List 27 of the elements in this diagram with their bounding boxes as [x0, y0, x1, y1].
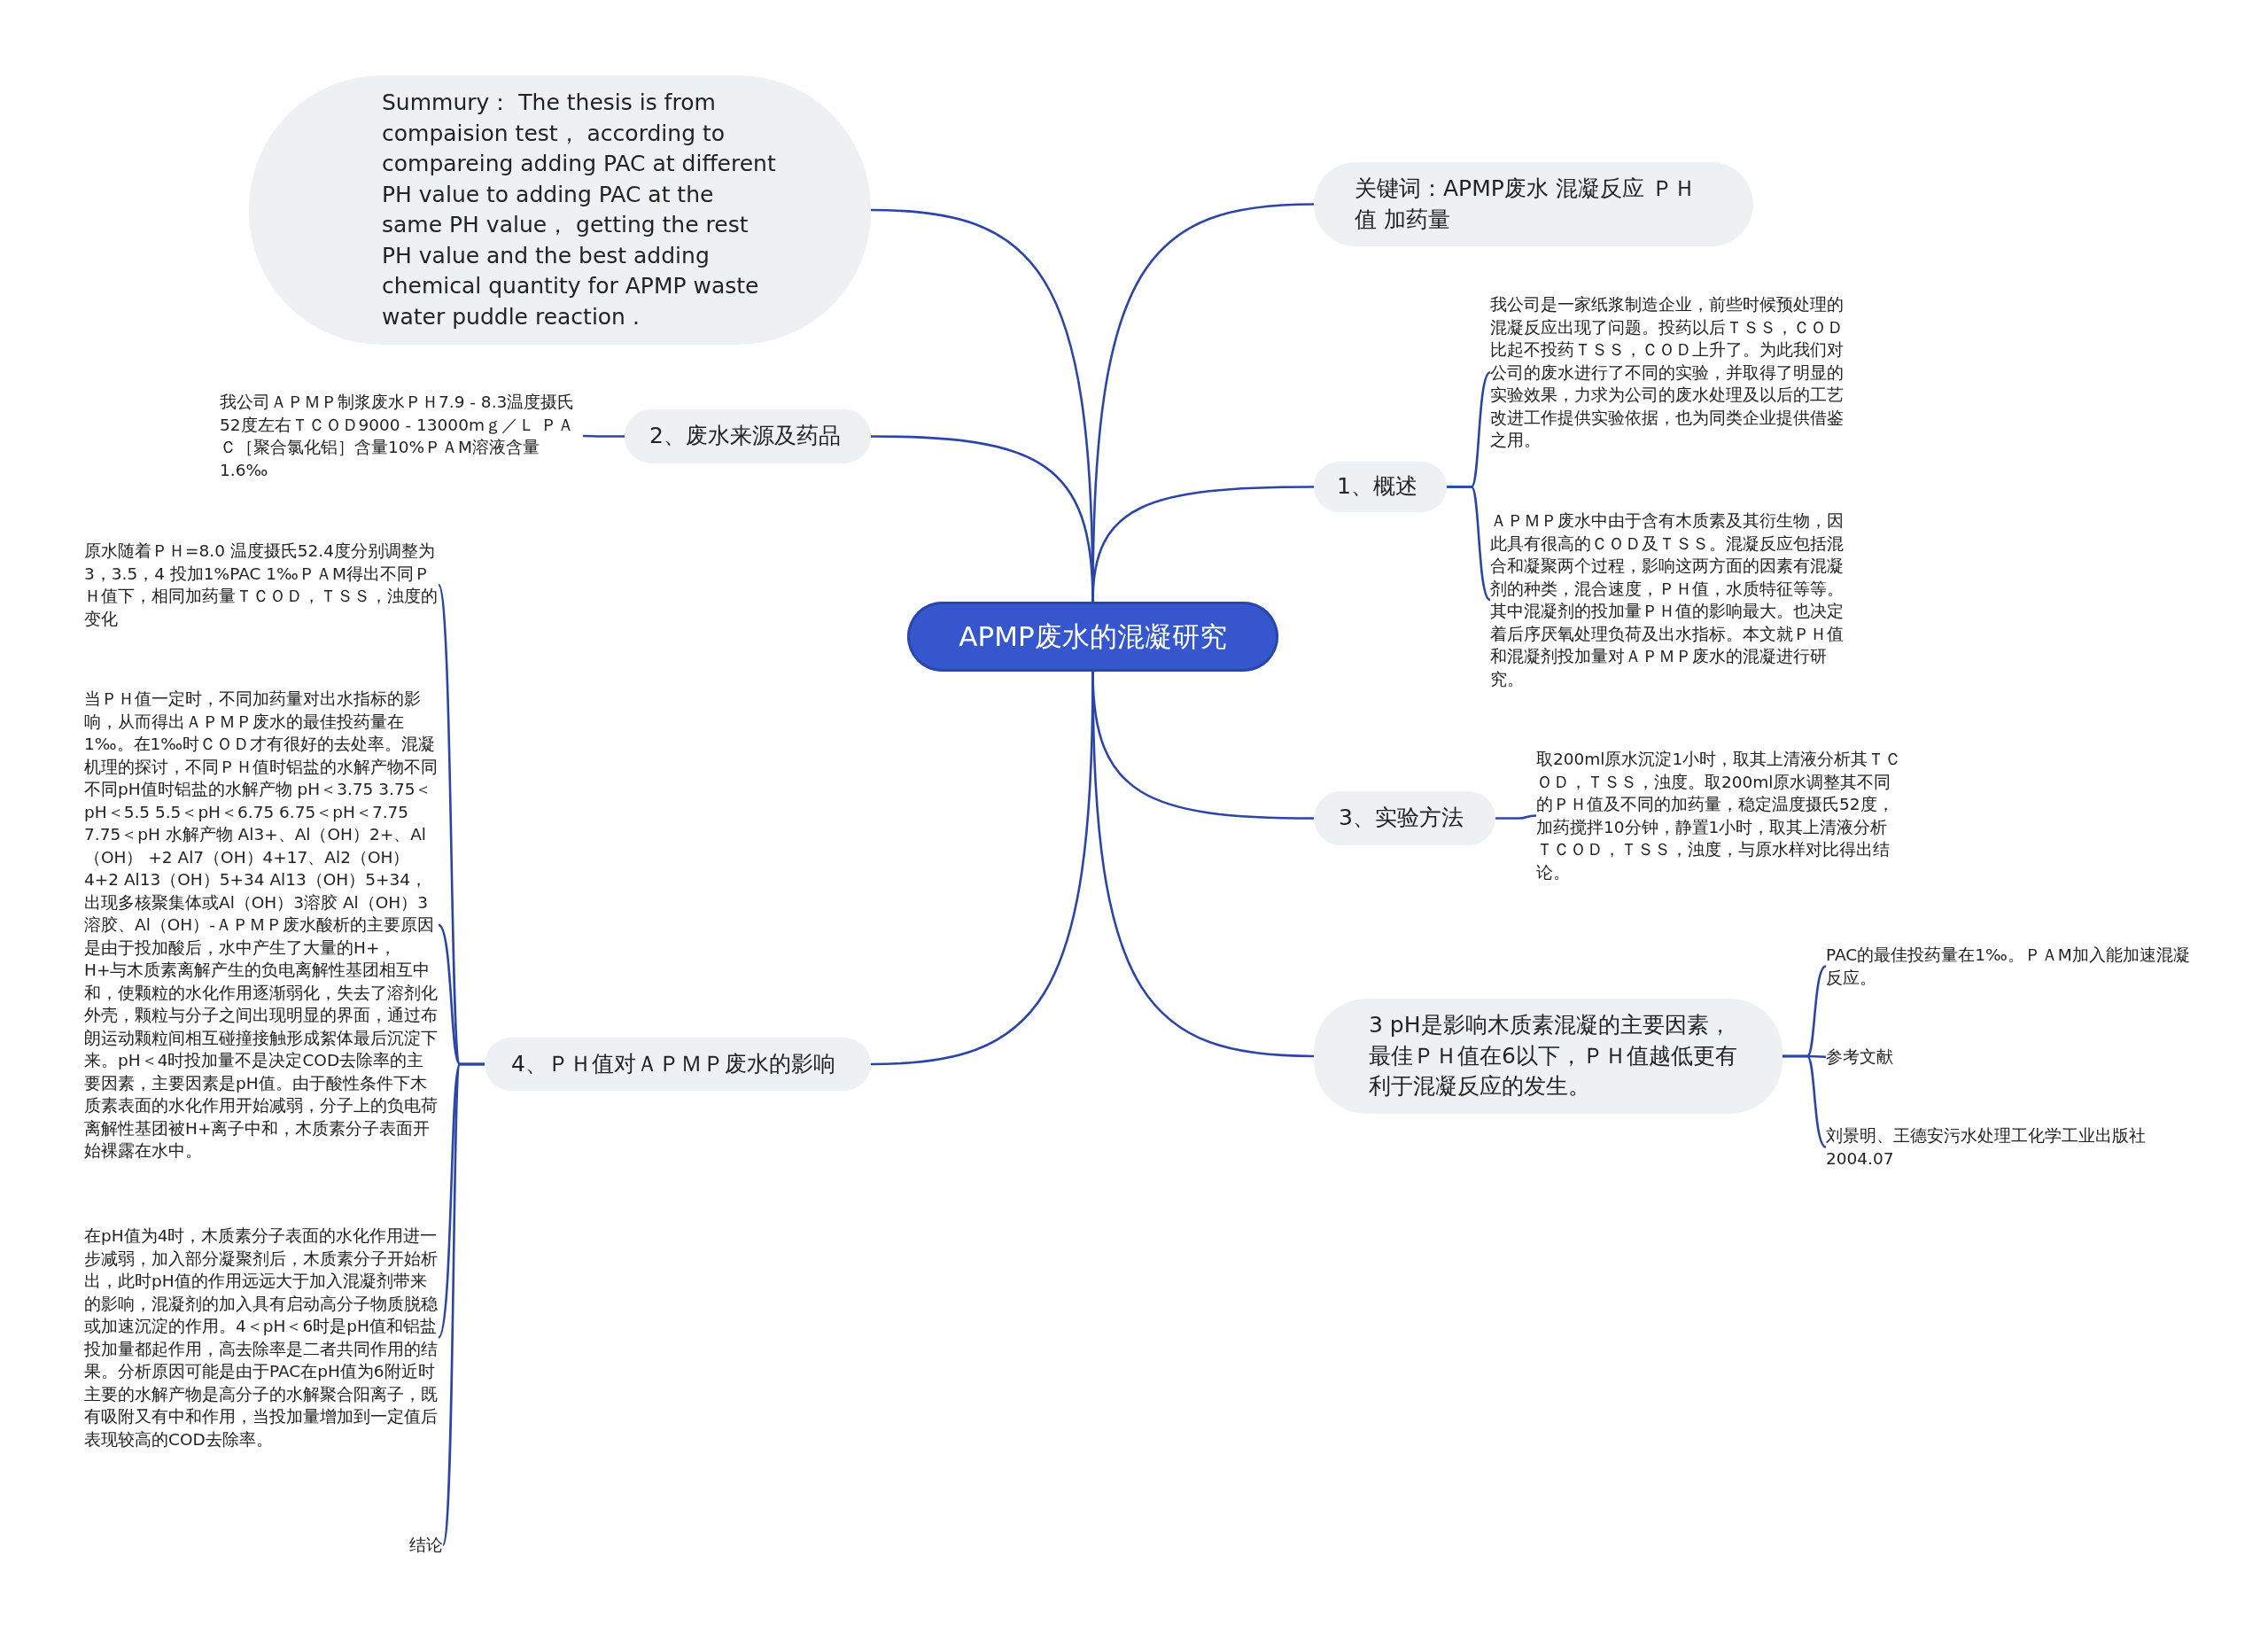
note-text: 取200ml原水沉淀1小时，取其上清液分析其ＴＣＯＤ，ＴＳＳ，浊度。取200ml原水调整其不同的ＰＨ值及不同的加药量，稳定温度摄氏52度，加药搅拌10分钟，静置1小时，取其上清液分析ＴＣＯＤ，ＴＳＳ，浊度，与原水样对比得出结论。: [1536, 748, 1904, 884]
note-text: 在pH值为4时，木质素分子表面的水化作用进一步减弱，加入部分凝聚剂后，木质素分子开始析出，此时pH值的作用远远大于加入混凝剂带来的影响，混凝剂的加入具有启动高分子物质脱稳或加速沉淀的作用。4＜pH＜6时是pH值和铝盐投加量都起作用，高去除率是二者共同作用的结果。分析原因可能是由于PAC在pH值为6附近时主要的水解产物是高分子的水解聚合阳离子，既有吸附又有中和作用，当投加量增加到一定值后表现较高的COD去除率。: [84, 1225, 439, 1451]
connector-line: [1783, 1054, 1827, 1148]
connector-line: [870, 671, 1094, 1066]
note-text: 刘景明、王德安污水处理工化学工业出版社2004.07: [1826, 1124, 2198, 1170]
topic-text: Summury： The thesis is from compaision test， according to compareing adding PAC at different PH value to adding PAC at the same PH value， getting the rest PH value and the best adding chemical quantity for APMP waste water puddle reaction .: [382, 89, 777, 331]
topic-text: 3、实验方法: [1339, 804, 1464, 833]
connector-line: [583, 434, 625, 438]
topic-text: 1、概述: [1337, 472, 1418, 502]
note-text: 原水随着ＰＨ=8.0 温度摄氏52.4度分别调整为3，3.5，4 投加1%PAC 1‰ＰＡM得出不同ＰＨ值下，相同加药量ＴＣＯＤ，ＴＳＳ，浊度的变化: [84, 540, 439, 631]
note-text: 我公司是一家纸浆制造企业，前些时候预处理的混凝反应出现了问题。投药以后ＴＳＳ，ＣＯＤ比起不投药ＴＳＳ，ＣＯＤ上升了。为此我们对公司的废水进行了不同的实验，并取得了明显的实验效果，力求为公司的废水处理及以后的工艺改进工作提供实验依据，也为同类企业提供借鉴之用。: [1490, 293, 1858, 452]
connector-line: [1447, 486, 1491, 602]
topic-text: 关键词：APMP废水 混凝反应 ＰＨ值 加药量: [1355, 175, 1697, 234]
note-text: 我公司ＡＰＭＰ制浆废水ＰＨ7.9 - 8.3温度摄氏52度左右ＴＣＯＤ9000 - 13000mｇ／Ｌ ＰＡＣ［聚合氯化铝］含量10%ＰＡM溶液含量1.6‰: [220, 391, 583, 482]
topic-title: APMP废水的混凝研究: [959, 619, 1227, 655]
note-text: 当ＰＨ值一定时，不同加药量对出水指标的影响，从而得出ＡＰＭＰ废水的最佳投药量在1‰。在1‰时ＣＯＤ才有很好的去处率。混凝机理的探讨，不同ＰＨ值时铝盐的水解产物不同不同pH值时铝盐的水解产物 pH＜3.75 3.75＜pH＜5.5 5.5＜pH＜6.75 6.75＜pH＜7.75 7.75＜pH 水解产物 Al3+、Al（OH）2+、Al（OH） +2 Al7（OH）4+17、Al2（OH）4+2 Al13（OH）5+34 Al13（OH）5+34，出现多核聚集体或Al（OH）3溶胶 Al（OH）3溶胶、Al（OH）-ＡＰＭＰ废水酸析的主要原因是由于投加酸后，水中产生了大量的H+，H+与木质素离解产生的负电离解性基团相互中和，使颗粒的水化作用逐渐弱化，失去了溶剂化外壳，颗粒与分子之间出现明显的界面，通过布朗运动颗粒间相互碰撞接触形成絮体最后沉淀下来。pH＜4时投加量不是决定COD去除率的主要因素，主要因素是pH值。由于酸性条件下木质素表面的水化作用开始减弱，分子上的负电荷离解性基团被H+离子中和，木质素分子表面开始裸露在水中。: [84, 688, 439, 1163]
topic-text: 3 pH是影响木质素混凝的主要因素，最佳ＰＨ值在6以下，ＰＨ值越低更有利于混凝反应的发生。: [1369, 1011, 1738, 1101]
topic-text: 4、ＰＨ值对ＡＰＭＰ废水的影响: [511, 1049, 835, 1078]
topic-text: 2、废水来源及药品: [649, 422, 841, 451]
connector-line: [1495, 814, 1537, 820]
note-text: ＡＰＭＰ废水中由于含有木质素及其衍生物，因此具有很高的ＣＯＤ及ＴＳＳ。混凝反应包括混合和凝聚两个过程，影响这两方面的因素有混凝剂的种类，混合速度，ＰＨ值，水质特征等等。其中混凝剂的投加量ＰＨ值的影响最大。也决定着后序厌氧处理负荷及出水指标。本文就ＰＨ值和混凝剂投加量对ＡＰＭＰ废水的混凝进行研究。: [1490, 509, 1858, 691]
topic-pill: [1314, 462, 1447, 512]
note-text: 结论: [354, 1534, 443, 1557]
connector-line: [441, 1062, 485, 1546]
note-text: PAC的最佳投药量在1‰。ＰＡM加入能加速混凝反应。: [1826, 944, 2198, 990]
connector-line: [1091, 486, 1314, 603]
note-text: 参考文献: [1826, 1046, 1915, 1069]
